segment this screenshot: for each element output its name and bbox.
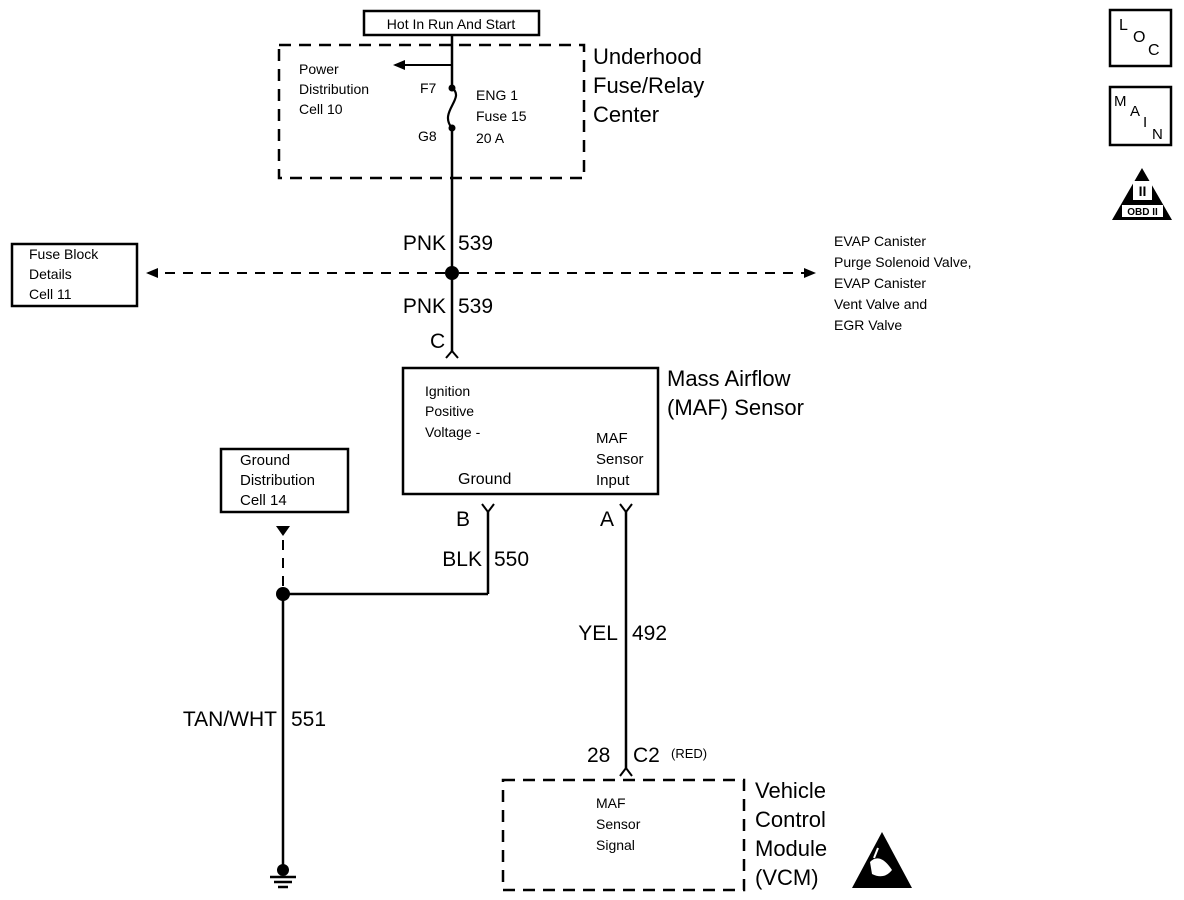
vcm-signal-line1: MAF <box>596 795 626 811</box>
loc-letter-c: C <box>1148 42 1160 59</box>
ground-dist-line3: Cell 14 <box>240 492 287 509</box>
maf-title-line2: (MAF) Sensor <box>667 395 804 420</box>
fuse-center-title-line1: Underhood <box>593 44 702 69</box>
evap-line2: Purge Solenoid Valve, <box>834 254 972 270</box>
maf-ign-line1: Ignition <box>425 383 470 399</box>
obd-roman: II <box>1139 183 1147 199</box>
esd-warning-icon <box>852 832 912 888</box>
loc-badge: L O C <box>1108 8 1173 68</box>
vcm-module: 28 C2 (RED) MAF Sensor Signal Vehicle Co… <box>501 744 827 892</box>
splice-pnk <box>445 266 459 280</box>
maf-ground-label: Ground <box>458 471 511 488</box>
tan-wht-circuit: 551 <box>291 708 326 731</box>
fuse-block-details-box: Fuse Block Details Cell 11 <box>10 242 139 308</box>
maf-input-line2: Sensor <box>596 451 644 468</box>
tan-wht-color: TAN/WHT <box>183 708 277 731</box>
power-source-box: Hot In Run And Start <box>362 9 541 37</box>
ground-dist-line2: Distribution <box>240 472 315 489</box>
pnk-upper-circuit: 539 <box>458 232 493 255</box>
maf-ign-line3: Voltage - <box>425 424 481 440</box>
evap-reference: EVAP Canister Purge Solenoid Valve, EVAP… <box>834 233 972 333</box>
loc-letter-l: L <box>1119 17 1128 34</box>
connector-c <box>445 349 459 359</box>
vcm-connector-color: (RED) <box>671 746 707 761</box>
fuse-center-title-line3: Center <box>593 102 659 127</box>
maf-input-line1: MAF <box>596 430 628 447</box>
fuse-out-terminal: G8 <box>418 128 437 144</box>
power-distribution-line2: Distribution <box>299 81 369 97</box>
pnk-lower-circuit: 539 <box>458 295 493 318</box>
fuse-center-title-line2: Fuse/Relay <box>593 73 704 98</box>
main-letter-n: N <box>1152 126 1163 143</box>
maf-ign-line2: Positive <box>425 403 474 419</box>
vcm-title-line1: Vehicle <box>755 778 826 803</box>
vcm-title-line3: Module <box>755 836 827 861</box>
yel-color: YEL <box>578 622 618 645</box>
blk-color: BLK <box>442 548 482 571</box>
pin-b-label: B <box>456 508 470 531</box>
evap-line4: Vent Valve and <box>834 296 927 312</box>
pnk-lower-color: PNK <box>403 295 446 318</box>
fuse-symbol <box>446 87 458 129</box>
ground-distribution-box: Ground Distribution Cell 14 <box>219 447 350 514</box>
evap-line1: EVAP Canister <box>834 233 926 249</box>
fuse-info-line2: Fuse 15 <box>476 108 527 124</box>
vcm-title-line4: (VCM) <box>755 865 819 890</box>
blk-circuit: 550 <box>494 548 529 571</box>
pin-c-label: C <box>430 330 445 353</box>
obd-ii-icon: II OBD II <box>1112 168 1172 220</box>
main-letter-i: I <box>1143 114 1147 131</box>
fuse-block-line1: Fuse Block <box>29 246 99 262</box>
main-letter-m: M <box>1114 93 1127 110</box>
maf-input-line3: Input <box>596 472 630 489</box>
connector-c2 <box>619 766 633 777</box>
ground-dist-arrow <box>276 526 290 536</box>
fuse-block-line3: Cell 11 <box>29 286 72 302</box>
pin-a-label: A <box>600 508 614 531</box>
vcm-pin: 28 <box>587 744 610 767</box>
pnk-upper-color: PNK <box>403 232 446 255</box>
ground-dist-line1: Ground <box>240 452 290 469</box>
fuse-block-line2: Details <box>29 266 72 282</box>
obd-text: OBD II <box>1127 207 1158 218</box>
maf-sensor: C Mass Airflow (MAF) Sensor Ignition Pos… <box>401 330 804 531</box>
fuse-relay-center: Underhood Fuse/Relay Center Power Distri… <box>277 35 704 180</box>
maf-sensor-box <box>401 366 660 496</box>
blk-wire: BLK 550 <box>283 512 529 596</box>
vcm-signal-line3: Signal <box>596 837 635 853</box>
fuse-info-line3: 20 A <box>476 130 505 146</box>
maf-title-line1: Mass Airflow <box>667 366 791 391</box>
ground-symbol <box>270 864 296 889</box>
vcm-connector: C2 <box>633 744 660 767</box>
vcm-box <box>501 778 746 892</box>
power-distribution-line1: Power <box>299 61 339 77</box>
power-source-label: Hot In Run And Start <box>387 16 516 32</box>
vcm-title-line2: Control <box>755 807 826 832</box>
pnk-wire: PNK 539 PNK 539 <box>403 128 493 352</box>
connector-a <box>619 503 633 514</box>
main-badge: M A I N <box>1108 85 1173 147</box>
connector-b <box>481 503 495 514</box>
fuse-info-line1: ENG 1 <box>476 87 518 103</box>
vcm-signal-line2: Sensor <box>596 816 641 832</box>
yel-wire: YEL 492 <box>578 512 667 768</box>
tan-wht-wire: TAN/WHT 551 <box>183 594 326 866</box>
yel-circuit: 492 <box>632 622 667 645</box>
loc-letter-o: O <box>1133 29 1145 46</box>
evap-line3: EVAP Canister <box>834 275 926 291</box>
main-letter-a: A <box>1130 103 1140 120</box>
power-distribution-line3: Cell 10 <box>299 101 343 117</box>
evap-line5: EGR Valve <box>834 317 902 333</box>
fuse-in-terminal: F7 <box>420 80 437 96</box>
